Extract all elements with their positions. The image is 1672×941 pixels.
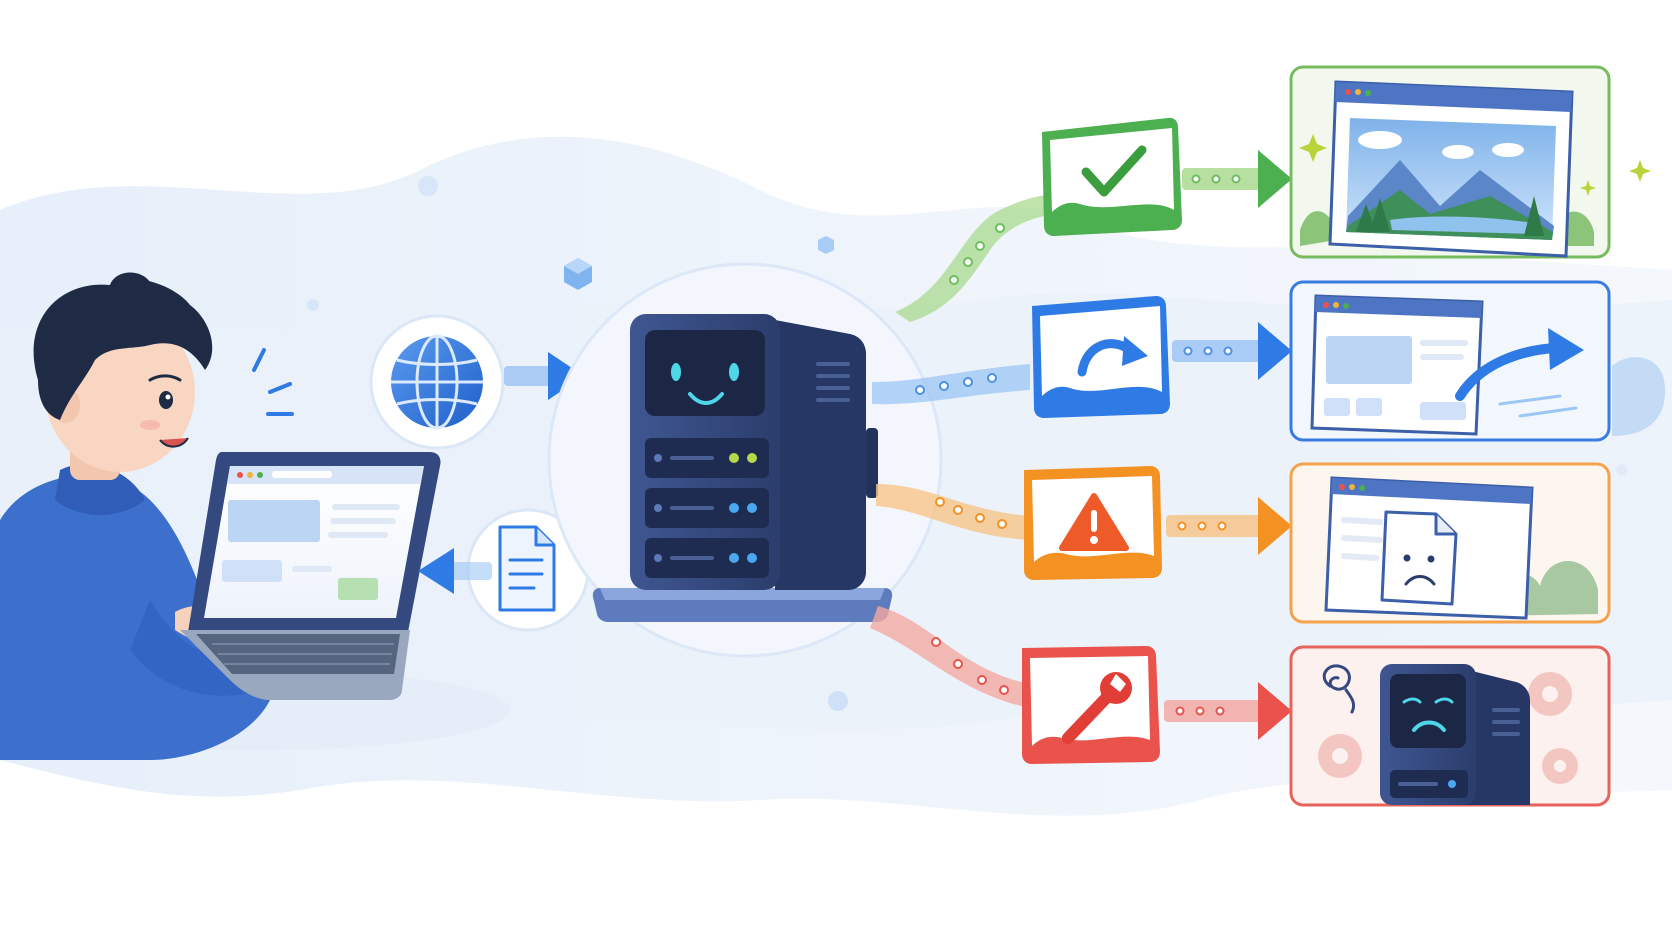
- happy-server-icon: [593, 314, 892, 622]
- client-error-badge: [1024, 466, 1162, 580]
- client-error-result-card: [1291, 464, 1609, 622]
- success-arrow: [1182, 150, 1292, 208]
- landscape-webpage-icon: [1330, 82, 1572, 256]
- laptop-icon: [180, 452, 441, 700]
- sad-server-icon: [1380, 664, 1530, 805]
- server-error-badge: [1022, 646, 1160, 764]
- redirect-result-card: [1291, 282, 1665, 440]
- redirect-badge: [1032, 296, 1170, 418]
- document-icon: [500, 527, 554, 610]
- server-error-result-card: [1291, 647, 1609, 805]
- success-badge: [1042, 118, 1182, 236]
- success-result-card: [1291, 67, 1651, 257]
- sad-document-icon: [1326, 478, 1532, 618]
- server: [549, 264, 941, 656]
- globe-icon: [391, 336, 483, 428]
